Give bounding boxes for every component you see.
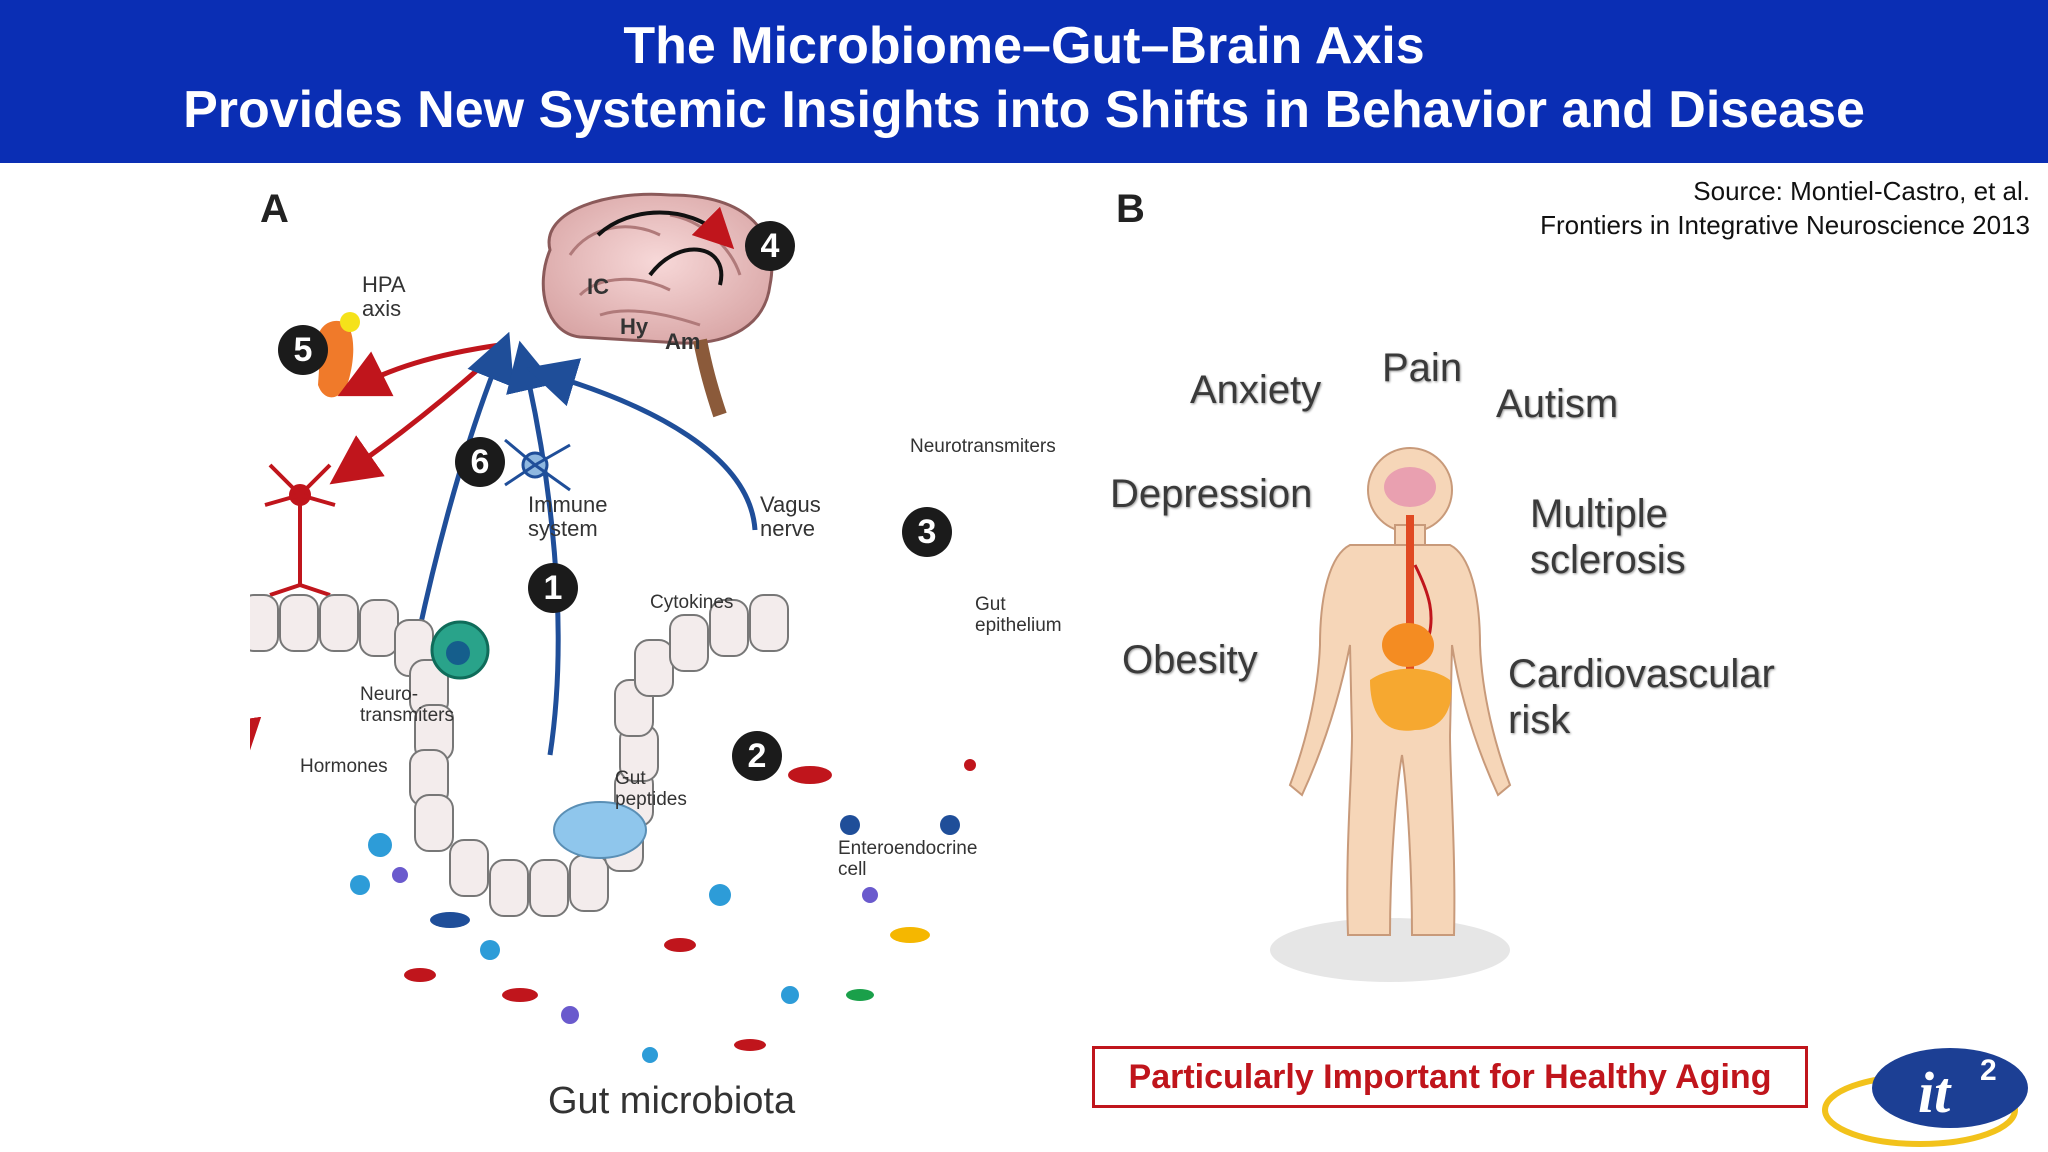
immune-cell-icon (430, 620, 490, 680)
logo-it-text: it (1918, 1060, 1952, 1125)
condition-autism: Autism (1496, 382, 1619, 426)
label-enteroendocrine-cell: Enteroendocrine cell (838, 838, 978, 880)
vagus-arrow (506, 340, 561, 756)
condition-anxiety: Anxiety (1190, 368, 1322, 412)
condition-cardiovascular-risk: Cardiovascular risk (1508, 652, 1775, 742)
label-brain-am: Am (665, 329, 701, 354)
label-brain-ic: IC (587, 274, 609, 299)
source-citation-line-2: Frontiers in Integrative Neuroscience 20… (1540, 210, 2030, 240)
source-citation-line-1: Source: Montiel-Castro, et al. (1693, 176, 2030, 206)
marker-2: 2 (732, 731, 782, 781)
marker-1: 1 (528, 563, 578, 613)
marker-5: 5 (278, 325, 328, 375)
label-hpa-axis: HPA axis (362, 272, 406, 322)
callout-box: Particularly Important for Healthy Aging (1092, 1046, 1808, 1108)
condition-obesity: Obesity (1122, 638, 1258, 682)
label-immune-system: Immune system (528, 492, 608, 542)
label-vagus-nerve: Vagus nerve (760, 492, 821, 542)
enteroendocrine-cell-icon (553, 801, 647, 859)
gut-brain-illustration (250, 192, 976, 1063)
title-banner: The Microbiome–Gut–Brain Axis Provides N… (0, 0, 2048, 163)
label-hormones: Hormones (300, 756, 388, 777)
neurotransmitter-arrow (526, 358, 758, 531)
neuron-icon (264, 463, 336, 597)
human-body-illustration (1270, 447, 1512, 982)
panel-b-label: B (1116, 187, 1145, 231)
label-cytokines: Cytokines (650, 592, 734, 613)
condition-depression: Depression (1110, 472, 1313, 516)
label-brain-hy: Hy (620, 314, 649, 339)
label-neurotransmitters: Neurotransmiters (910, 436, 1056, 457)
condition-multiple-sclerosis: Multiple sclerosis (1530, 492, 1686, 582)
panel-b-diagram: B Anxiety Pain Autism Depression Multipl… (1090, 175, 1830, 1035)
marker-4: 4 (745, 221, 795, 271)
brain-illustration (541, 192, 774, 418)
panel-a-diagram: A (250, 175, 1110, 1150)
condition-pain: Pain (1382, 346, 1463, 390)
slide-title-line-1: The Microbiome–Gut–Brain Axis (623, 17, 1425, 75)
label-gut-epithelium: Gut epithelium (975, 594, 1062, 636)
marker-6: 6 (455, 437, 505, 487)
it2-logo: it 2 (1822, 1048, 2028, 1147)
panel-a-label: A (260, 187, 289, 231)
label-gut-microbiota: Gut microbiota (548, 1080, 796, 1122)
marker-3: 3 (902, 507, 952, 557)
label-neuro-transmiters: Neuro- transmiters (360, 684, 454, 726)
vagus-neuron-icon (504, 438, 571, 492)
label-gut-peptides: Gut peptides (615, 768, 687, 810)
slide-title-line-2: Provides New Systemic Insights into Shif… (183, 81, 1865, 139)
logo-superscript: 2 (1980, 1054, 1997, 1087)
hpa-arrow (337, 342, 501, 397)
microbiota-particles (350, 759, 976, 1063)
